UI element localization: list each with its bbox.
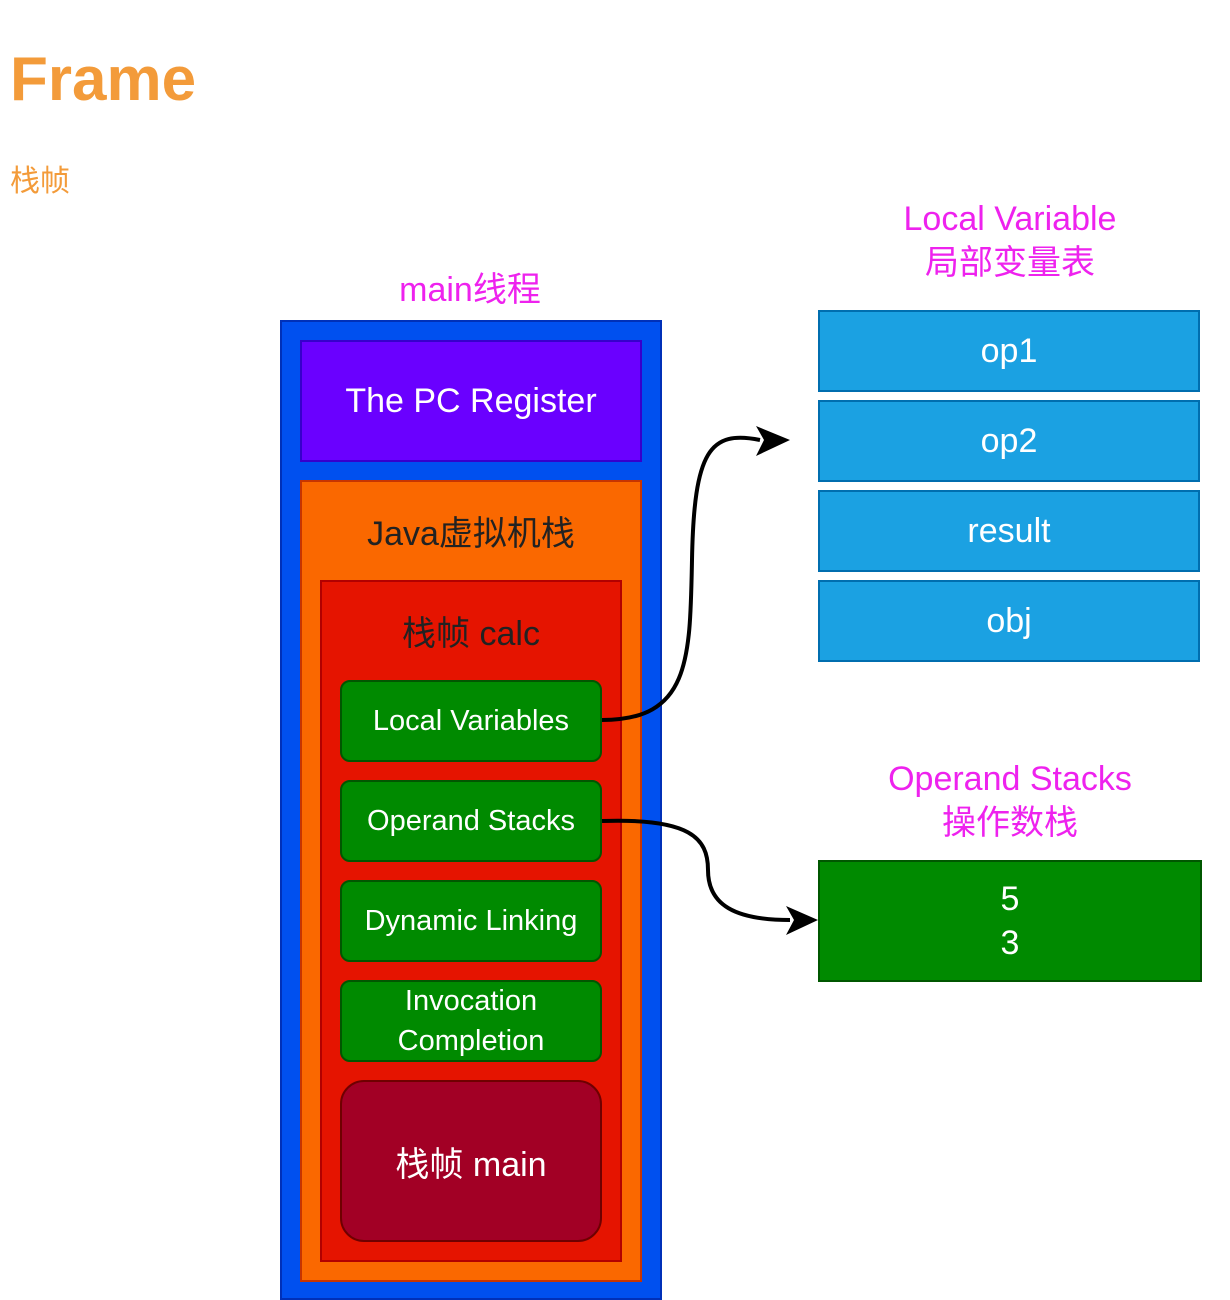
pc-register-box: The PC Register — [300, 340, 642, 462]
local-variable-title-en: Local Variable — [903, 200, 1117, 238]
local-variables-arrowhead — [756, 426, 790, 456]
local-variable-title-zh: 局部变量表 — [925, 244, 1095, 282]
page-subtitle: 栈帧 — [10, 165, 70, 198]
local-variable-slot: obj — [818, 580, 1200, 662]
operand-stack-value: 5 — [1000, 880, 1020, 918]
frame-calc-label: 栈帧 calc — [402, 614, 540, 653]
operand-stacks-title-zh: 操作数栈 — [942, 804, 1078, 842]
jvm-stack-label: Java虚拟机栈 — [367, 514, 575, 553]
invocation-completion-item: Invocation Completion — [340, 980, 602, 1062]
operand-stacks-item: Operand Stacks — [340, 780, 602, 862]
operand-stack-value: 3 — [1000, 924, 1020, 962]
page-title: Frame — [10, 45, 197, 114]
local-variable-slot: op2 — [818, 400, 1200, 482]
frame-main-box: 栈帧 main — [340, 1080, 602, 1242]
operand-stacks-title: Operand Stacks 操作数栈 — [820, 756, 1200, 846]
operand-stacks-arrowhead — [786, 906, 818, 935]
operand-stack-box: 5 3 — [818, 860, 1202, 982]
local-variable-slot: op1 — [818, 310, 1200, 392]
operand-stacks-title-en: Operand Stacks — [888, 760, 1132, 798]
local-variable-title: Local Variable 局部变量表 — [820, 196, 1200, 286]
local-variables-item: Local Variables — [340, 680, 602, 762]
thread-label: main线程 — [399, 271, 541, 309]
dynamic-linking-item: Dynamic Linking — [340, 880, 602, 962]
local-variable-slot: result — [818, 490, 1200, 572]
